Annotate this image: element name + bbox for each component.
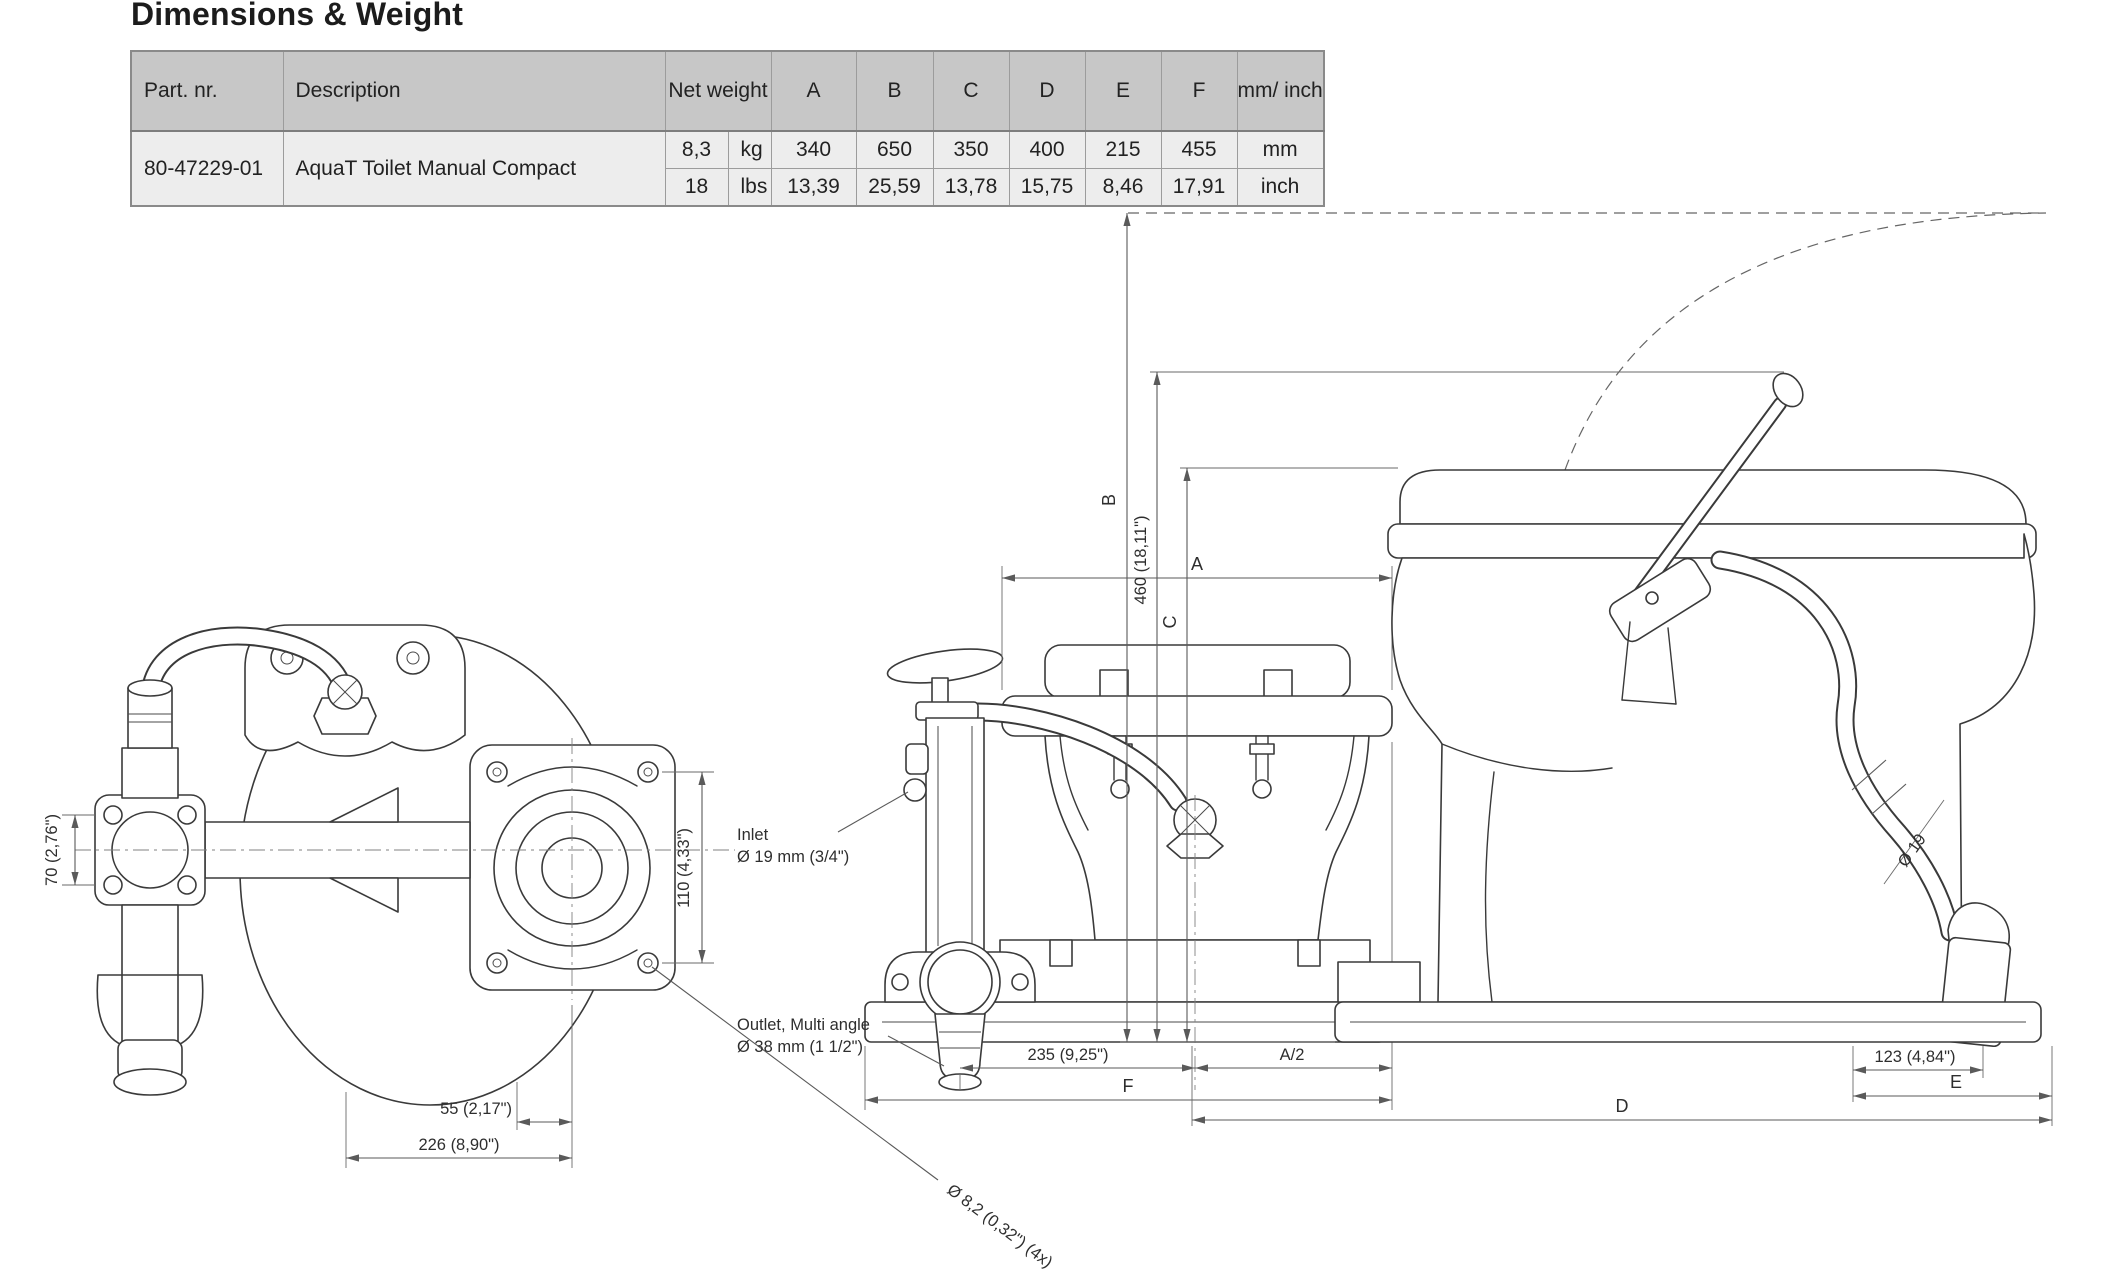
outlet-size-label: Ø 38 mm (1 1/2") bbox=[737, 1038, 863, 1056]
dimensions-table: Part. nr. Description Net weight A B C D… bbox=[130, 50, 1325, 207]
cell-b-inch: 25,59 bbox=[855, 168, 934, 207]
cell-f-mm: 455 bbox=[1160, 130, 1238, 169]
cell-part-nr: 80-47229-01 bbox=[130, 130, 284, 207]
header-net-weight: Net weight bbox=[664, 50, 772, 132]
header-a: A bbox=[770, 50, 857, 132]
dim-c-label: C bbox=[1160, 616, 1180, 629]
dim-hole-label: Ø 8,2 (0,32") (4x) bbox=[944, 1181, 1056, 1272]
row-imperial: 18 lbs 13,39 25,59 13,78 15,75 8,46 17,9… bbox=[131, 168, 1325, 207]
dim-d: D bbox=[1191, 1046, 2052, 1126]
seat-side bbox=[1387, 523, 2037, 559]
header-description: Description bbox=[282, 50, 666, 132]
dim-b: B bbox=[1100, 213, 1335, 1043]
pump-barrel-front bbox=[925, 717, 985, 955]
dim-f-label: F bbox=[1123, 1076, 1134, 1096]
dim-235: 235 (9,25") bbox=[959, 1046, 1195, 1090]
header-c: C bbox=[932, 50, 1010, 132]
cell-description: AquaT Toilet Manual Compact bbox=[282, 130, 666, 207]
cell-e-inch: 8,46 bbox=[1084, 168, 1162, 207]
cell-e-mm: 215 bbox=[1084, 130, 1162, 169]
dim-d-label: D bbox=[1616, 1096, 1629, 1116]
header-d: D bbox=[1008, 50, 1086, 132]
pump-mount-plate bbox=[94, 794, 206, 906]
dim-460: 460 (18,11") bbox=[1132, 371, 1784, 1042]
dim-123: 123 (4,84") bbox=[1852, 1046, 1984, 1102]
dim-110-label: 110 (4,33") bbox=[675, 828, 693, 908]
cell-lbs-unit: lbs bbox=[727, 168, 772, 207]
cell-d-mm: 400 bbox=[1008, 130, 1086, 169]
dim-70: 70 (2,76") bbox=[43, 814, 95, 886]
inlet-callout: Inlet Ø 19 mm (3/4") bbox=[737, 791, 909, 866]
header-e: E bbox=[1084, 50, 1162, 132]
dim-b-label: B bbox=[1100, 494, 1119, 506]
outlet-flange-plate bbox=[469, 744, 676, 991]
cell-weight-kg: 8,3 bbox=[664, 130, 729, 169]
row-metric: 80-47229-01 AquaT Toilet Manual Compact … bbox=[130, 130, 1325, 207]
drawing-side-view: Ø 19 B 460 (18,11") C 123 (4,84") E bbox=[1100, 212, 2053, 1126]
dim-226-label: 226 (8,90") bbox=[418, 1136, 499, 1154]
dim-123-label: 123 (4,84") bbox=[1874, 1048, 1955, 1066]
drawing-top-view: 70 (2,76") 110 (4,33") Ø 8,2 (0,32") (4x… bbox=[43, 624, 1056, 1272]
hose-nut bbox=[313, 674, 377, 735]
table-header: Part. nr. Description Net weight A B C D… bbox=[130, 50, 1325, 132]
outlet-spout bbox=[934, 1013, 986, 1080]
header-b: B bbox=[855, 50, 934, 132]
cell-b-mm: 650 bbox=[855, 130, 934, 169]
outlet-callout: Outlet, Multi angle Ø 38 mm (1 1/2") bbox=[737, 1016, 945, 1067]
hose-elbow-fitting bbox=[127, 679, 173, 749]
dim-a-half-label: A/2 bbox=[1280, 1046, 1305, 1064]
page-title: Dimensions & Weight bbox=[131, 0, 464, 32]
table-body: 80-47229-01 AquaT Toilet Manual Compact … bbox=[130, 130, 1325, 207]
cell-weight-lbs: 18 bbox=[664, 168, 729, 207]
toilet-base-side bbox=[1334, 961, 2042, 1043]
cell-unit-mm: mm bbox=[1236, 130, 1325, 169]
dim-460-label: 460 (18,11") bbox=[1132, 515, 1150, 604]
cell-a-mm: 340 bbox=[770, 130, 857, 169]
inlet-fitting bbox=[903, 778, 927, 802]
cell-kg-unit: kg bbox=[727, 130, 772, 169]
front-foot bbox=[1337, 961, 1421, 1003]
outlet-label: Outlet, Multi angle bbox=[737, 1016, 870, 1034]
flush-hose bbox=[968, 702, 1188, 812]
inlet-size-label: Ø 19 mm (3/4") bbox=[737, 848, 849, 866]
dim-235-label: 235 (9,25") bbox=[1027, 1046, 1108, 1064]
hose-side bbox=[1710, 550, 1960, 942]
header-f: F bbox=[1160, 50, 1238, 132]
dim-55-label: 55 (2,17") bbox=[440, 1100, 512, 1118]
inlet-hose bbox=[140, 626, 353, 702]
cell-c-mm: 350 bbox=[932, 130, 1010, 169]
dim-a-half: A/2 bbox=[1195, 742, 1393, 1110]
header-unit: mm/ inch bbox=[1236, 50, 1325, 132]
pump-handle-side bbox=[1608, 372, 1804, 705]
handle-swing-arc bbox=[1564, 212, 2047, 471]
dim-55: 55 (2,17") bbox=[440, 1005, 573, 1168]
header-part-nr: Part. nr. bbox=[130, 50, 284, 132]
dim-e-label: E bbox=[1950, 1072, 1962, 1092]
dim-70-label: 70 (2,76") bbox=[43, 814, 61, 886]
pump-front bbox=[884, 648, 1036, 1091]
hinge-post-right bbox=[1263, 669, 1293, 699]
cell-a-inch: 13,39 bbox=[770, 168, 857, 207]
dim-110: 110 (4,33") bbox=[662, 771, 714, 964]
dim-c: C bbox=[1160, 467, 1398, 1042]
handle-pivot bbox=[1608, 557, 1712, 643]
dim-f: F bbox=[864, 1046, 1392, 1110]
cell-d-inch: 15,75 bbox=[1008, 168, 1086, 207]
dim-226: 226 (8,90") bbox=[345, 1092, 572, 1168]
cell-c-inch: 13,78 bbox=[932, 168, 1010, 207]
bowl-side bbox=[1391, 533, 2036, 1003]
handle-knob bbox=[1772, 372, 1804, 408]
cell-unit-inch: inch bbox=[1236, 168, 1325, 207]
cell-f-inch: 17,91 bbox=[1160, 168, 1238, 207]
dim-a-label: A bbox=[1191, 554, 1203, 574]
dim-e: E bbox=[1853, 1046, 2053, 1126]
inlet-label: Inlet bbox=[737, 826, 769, 844]
